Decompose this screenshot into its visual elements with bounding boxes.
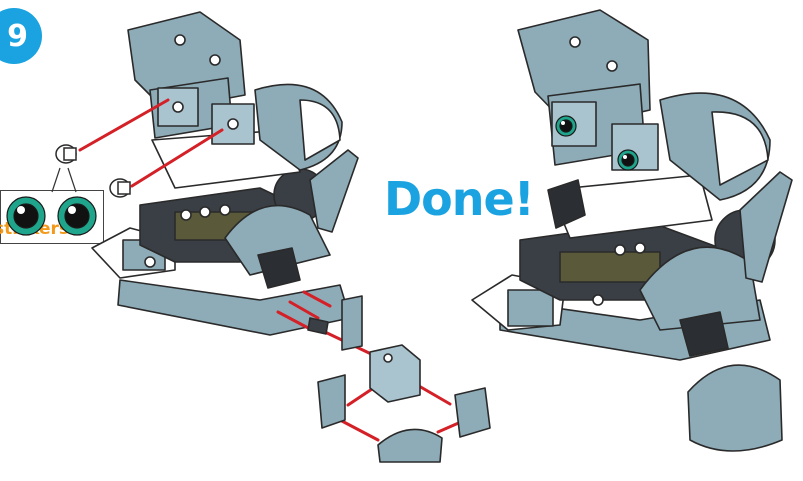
- right-foot-block: [508, 290, 553, 326]
- right-robot-model: [472, 10, 792, 451]
- part-wedge-right: [455, 388, 490, 437]
- left-robot-model: [92, 12, 358, 335]
- right-battery: [560, 252, 660, 282]
- part-cube: [370, 345, 420, 402]
- sticker-eyes: [7, 168, 96, 235]
- left-dark-cube: [258, 248, 300, 288]
- peg-lower: [110, 179, 130, 197]
- part-panel: [342, 296, 362, 350]
- eye-pegs: [56, 145, 130, 197]
- part-dome: [378, 429, 442, 462]
- peg-upper: [56, 145, 76, 163]
- right-eye-1: [556, 116, 576, 136]
- sticker-eye-left: [7, 197, 45, 235]
- sticker-eye-right: [58, 197, 96, 235]
- right-tail: [688, 365, 782, 451]
- right-eye-2: [618, 150, 638, 170]
- part-wedge-left: [318, 375, 345, 428]
